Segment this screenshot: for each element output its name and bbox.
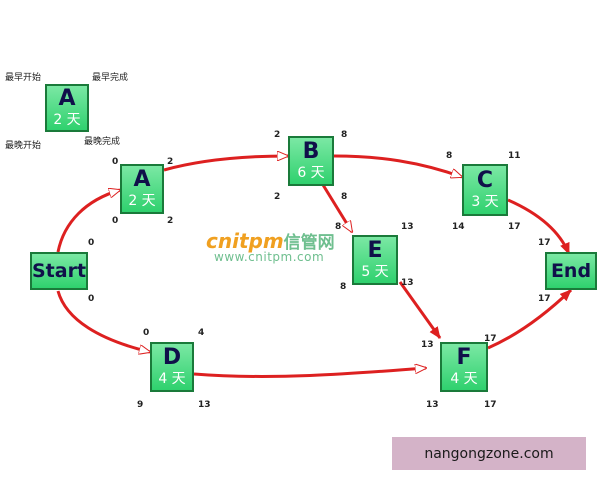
- node-b-name: B: [302, 139, 320, 164]
- node-c-late-finish: 17: [508, 222, 521, 232]
- node-f-late-finish: 17: [484, 400, 497, 410]
- legend-early-finish-label: 最早完成: [92, 73, 129, 83]
- node-a-duration: 2 天: [128, 193, 156, 209]
- node-a-early-start: 0: [112, 157, 119, 167]
- node-a-late-finish: 2: [167, 216, 174, 226]
- node-a-name: A: [133, 167, 151, 192]
- node-f-late-start: 13: [426, 400, 439, 410]
- node-e-duration: 5 天: [361, 264, 389, 280]
- node-f-early-start: 13: [421, 340, 434, 350]
- node-e-late-start: 8: [340, 282, 347, 292]
- node-b-late-finish: 8: [341, 192, 348, 202]
- node-c-early-start: 8: [446, 151, 453, 161]
- node-e-late-finish: 13: [401, 278, 414, 288]
- end-top-value: 17: [538, 238, 551, 248]
- watermark-brand-orange: cnitpm: [206, 229, 284, 253]
- watermark-url: www.cnitpm.com: [214, 250, 325, 264]
- node-d-late-start: 9: [137, 400, 144, 410]
- edge-d-f: [193, 368, 426, 378]
- watermark-brand-green: 信管网: [283, 233, 335, 253]
- node-f-early-finish: 17: [484, 334, 497, 344]
- legend-node: A 2 天: [45, 84, 89, 132]
- node-b-late-start: 2: [274, 192, 281, 202]
- edge-start-d: [56, 290, 150, 352]
- start-bottom-value: 0: [88, 294, 95, 304]
- node-c: C 3 天: [462, 164, 508, 216]
- legend-node-name: A: [58, 86, 76, 111]
- node-b-duration: 6 天: [297, 165, 325, 181]
- node-d: D 4 天: [150, 342, 194, 392]
- legend-late-start-label: 最晚开始: [5, 141, 42, 151]
- node-a: A 2 天: [120, 164, 164, 214]
- node-b: B 6 天: [288, 136, 334, 186]
- node-d-duration: 4 天: [158, 371, 186, 387]
- node-d-late-finish: 13: [198, 400, 211, 410]
- node-a-late-start: 0: [112, 216, 119, 226]
- node-a-early-finish: 2: [167, 157, 174, 167]
- node-f-name: F: [456, 345, 472, 370]
- node-d-early-finish: 4: [198, 328, 205, 338]
- edge-start-a: [56, 190, 120, 253]
- start-top-value: 0: [88, 238, 95, 248]
- edge-c-end: [507, 198, 571, 255]
- node-b-early-start: 2: [274, 130, 281, 140]
- node-e: E 5 天: [352, 235, 398, 285]
- node-d-early-start: 0: [143, 328, 150, 338]
- node-e-early-start: 8: [335, 222, 342, 232]
- edge-e-f: [398, 281, 442, 339]
- node-start-name: Start: [31, 260, 87, 282]
- node-f-duration: 4 天: [450, 371, 478, 387]
- legend-early-start-label: 最早开始: [5, 73, 42, 83]
- legend-node-duration: 2 天: [53, 112, 81, 128]
- edge-b-e: [318, 179, 354, 232]
- node-c-early-finish: 11: [508, 151, 521, 161]
- node-start: Start: [30, 252, 88, 290]
- edge-f-end: [487, 288, 573, 350]
- node-b-early-finish: 8: [341, 130, 348, 140]
- node-end: End: [545, 252, 597, 290]
- edge-a-b: [163, 156, 288, 172]
- node-end-name: End: [550, 260, 592, 282]
- node-c-duration: 3 天: [471, 194, 499, 210]
- node-f: F 4 天: [440, 342, 488, 392]
- edge-b-c: [333, 154, 462, 177]
- node-d-name: D: [162, 345, 182, 370]
- node-c-name: C: [476, 168, 494, 193]
- node-e-early-finish: 13: [401, 222, 414, 232]
- legend-late-finish-label: 最晚完成: [84, 137, 121, 147]
- node-c-late-start: 14: [452, 222, 465, 232]
- node-e-name: E: [367, 238, 383, 263]
- end-bottom-value: 17: [538, 294, 551, 304]
- credit-badge: nangongzone.com: [392, 437, 586, 470]
- watermark-brand: cnitpm信管网: [206, 228, 335, 253]
